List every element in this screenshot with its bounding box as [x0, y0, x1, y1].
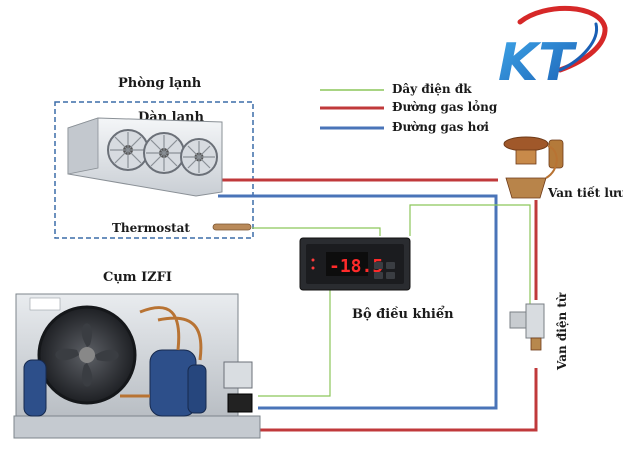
liquid-line-unit	[258, 368, 538, 432]
legend-label-liquid-line: Đường gas lỏng	[392, 99, 498, 114]
control-wire-solenoid	[409, 204, 531, 310]
company-logo: KT	[498, 5, 608, 93]
legend-label-control-wire: Dây điện đk	[392, 82, 472, 96]
evaporator-fan-icon	[180, 138, 218, 176]
logo-text: KT	[498, 33, 577, 93]
cold-room-label: Phòng lạnh	[118, 76, 202, 91]
piping	[218, 178, 538, 432]
cold-room-boundary	[54, 101, 254, 239]
compressor-icon	[23, 349, 207, 417]
evaporator-unit	[67, 117, 223, 197]
legend: Dây điện đk Đường gas lỏng Đường gas hơi	[320, 82, 498, 134]
controller-device: -18.5	[299, 237, 411, 291]
controller-button	[374, 262, 383, 269]
control-wire-thermostat	[252, 227, 381, 236]
solenoid-valve-label: Van điện từ	[555, 292, 569, 371]
condenser-fan-icon	[37, 305, 137, 405]
evaporator-fan-icon	[143, 132, 185, 174]
condensing-unit-label: Cụm IZFI	[103, 270, 172, 285]
control-wire-unit	[258, 290, 331, 397]
controller-button	[386, 272, 395, 279]
thermostat-sensor-icon	[212, 223, 252, 231]
condensing-unit	[13, 293, 261, 439]
suction-line	[218, 194, 498, 410]
controller-button	[386, 262, 395, 269]
evaporator-fan-icon	[107, 129, 149, 171]
controller-label: Bộ điều khiển	[352, 306, 454, 322]
electrical-box-icon	[223, 361, 253, 389]
expansion-valve-icon	[503, 136, 564, 199]
solenoid-valve-icon	[509, 303, 545, 351]
expansion-valve-label: Van tiết lưu	[547, 185, 623, 200]
legend-label-suction-line: Đường gas hơi	[392, 120, 489, 134]
controller-button	[374, 272, 383, 279]
controller-display: -18.5	[329, 256, 383, 277]
thermostat-label: Thermostat	[112, 221, 190, 235]
